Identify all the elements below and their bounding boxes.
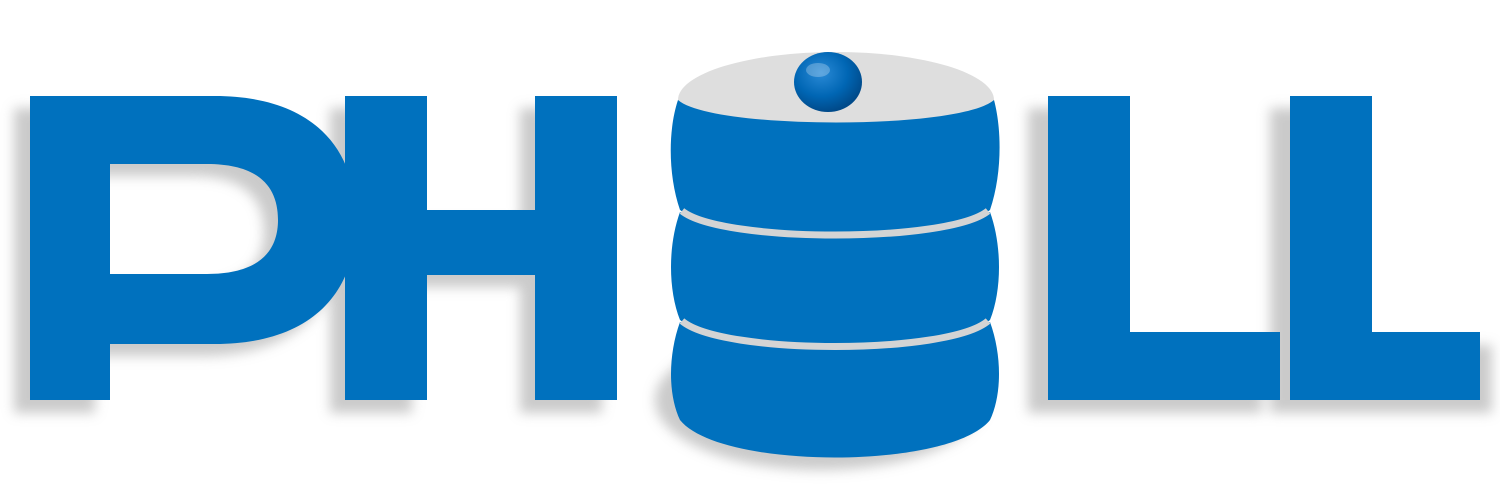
database-separator-1 [679, 208, 991, 239]
database-tier-1 [670, 100, 1000, 233]
letter-p [30, 96, 356, 400]
database-knob-icon [794, 52, 862, 112]
database-tier-3 [671, 322, 999, 458]
letter-l-second [1290, 96, 1480, 400]
database-tier-2 [671, 212, 999, 344]
database-knob-highlight [806, 63, 830, 77]
letter-h [345, 96, 617, 400]
database-separator-2 [679, 318, 991, 350]
letter-l-first [1048, 96, 1280, 400]
database-cylinder-icon [670, 52, 1000, 458]
